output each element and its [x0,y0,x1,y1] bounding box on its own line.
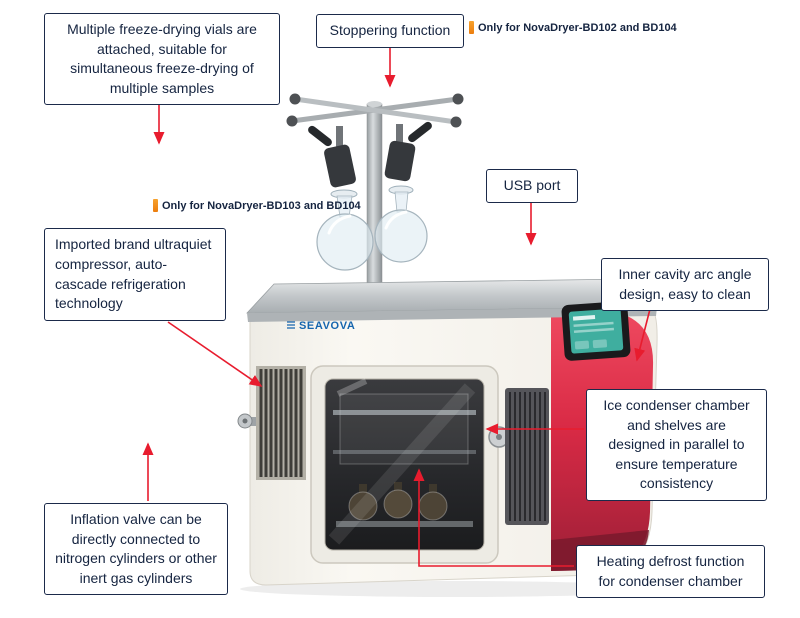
freeze-drying-flasks [316,185,428,271]
note-stoppering-models: Only for NovaDryer-BD102 and BD104 [469,21,677,34]
top-slab-edge [247,307,657,322]
floor-shadow [240,581,670,597]
door-reflection [328,383,476,545]
note-vials-models: Only for NovaDryer-BD103 and BD104 [153,199,361,212]
stoppering-valves [308,121,432,188]
callout-inner-cavity: Inner cavity arc angle design, easy to c… [601,258,769,312]
note-text: Only for NovaDryer-BD103 and BD104 [162,199,361,212]
orange-tag-icon [469,21,474,34]
brand-logo: SEAVOVA [287,320,355,332]
inner-acrylic-chamber [339,393,469,465]
callout-inflation-valve: Inflation valve can be directly connecte… [44,503,228,596]
note-text: Only for NovaDryer-BD102 and BD104 [478,21,677,34]
arrow-defrost [413,468,574,567]
manifold-crossbars [286,93,464,128]
chamber-flasks [348,482,448,521]
touchscreen [561,301,631,361]
brand-mark-icon [287,321,295,329]
callout-ice-condenser: Ice condenser chamber and shelves are de… [586,389,767,501]
arrow-inner-cavity [634,308,651,362]
callout-compressor: Imported brand ultraquiet compressor, au… [44,228,226,321]
callout-arrows [142,45,651,567]
compressor-vent-grille [256,366,306,480]
brand-name: SEAVOVA [299,320,355,332]
chamber-shelves [333,410,476,527]
callout-usb-port: USB port [486,169,578,203]
manifold-pole [366,103,383,291]
vial-manifold-assembly [286,93,464,291]
chamber-door [310,365,519,564]
pole-cap [367,101,382,107]
callout-heating-defrost: Heating defrost function for condenser c… [576,545,765,599]
callout-multiple-vials: Multiple freeze-drying vials are attache… [44,13,280,106]
inflation-valve [237,413,256,429]
arrow-compressor [167,321,263,387]
callout-stoppering-function: Stoppering function [316,14,464,48]
condenser-vent-grille [505,388,549,525]
orange-tag-icon [153,199,158,212]
